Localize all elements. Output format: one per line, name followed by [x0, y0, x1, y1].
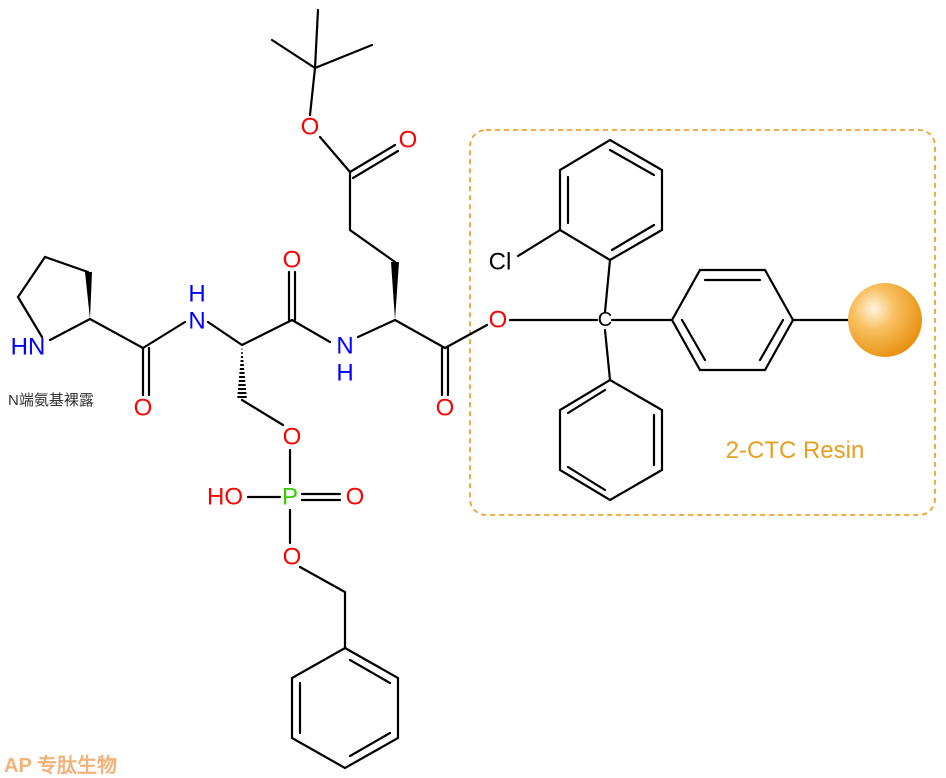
n-terminal-note: N端氨基裸露 [8, 392, 94, 409]
resin-label: 2-CTC Resin [726, 437, 865, 464]
atom-o-ester: O [489, 307, 508, 334]
logo: AP 专肽生物 [4, 753, 117, 777]
atom-cl: Cl [489, 249, 512, 276]
atom-h-amide-2: H [336, 360, 353, 387]
atom-o-ser-side: O [283, 424, 302, 451]
bonds [16, 8, 852, 770]
atom-phosphorus: P [282, 484, 298, 511]
resin-bead [848, 283, 922, 357]
resin-box [469, 129, 936, 516]
atom-o-glutamate: O [436, 395, 455, 422]
atom-c-trityl: C [598, 309, 612, 331]
atom-h-amide-1: H [188, 281, 205, 308]
atom-o-glu-side-double: O [399, 127, 418, 154]
atom-o-p-double: O [346, 484, 365, 511]
atom-o-serine: O [283, 247, 302, 274]
atom-o-proline: O [134, 395, 153, 422]
atom-hn-proline: HN [11, 334, 46, 361]
atom-ho: HO [207, 484, 243, 511]
atom-n-amide-1: N [188, 308, 205, 335]
atom-o-benzyl: O [283, 544, 302, 571]
atom-labels: HN H N N H O O O O P HO O O O O O C Cl [11, 114, 613, 571]
atom-n-amide-2: N [336, 333, 353, 360]
atom-o-glu-side-ester: O [301, 114, 320, 141]
